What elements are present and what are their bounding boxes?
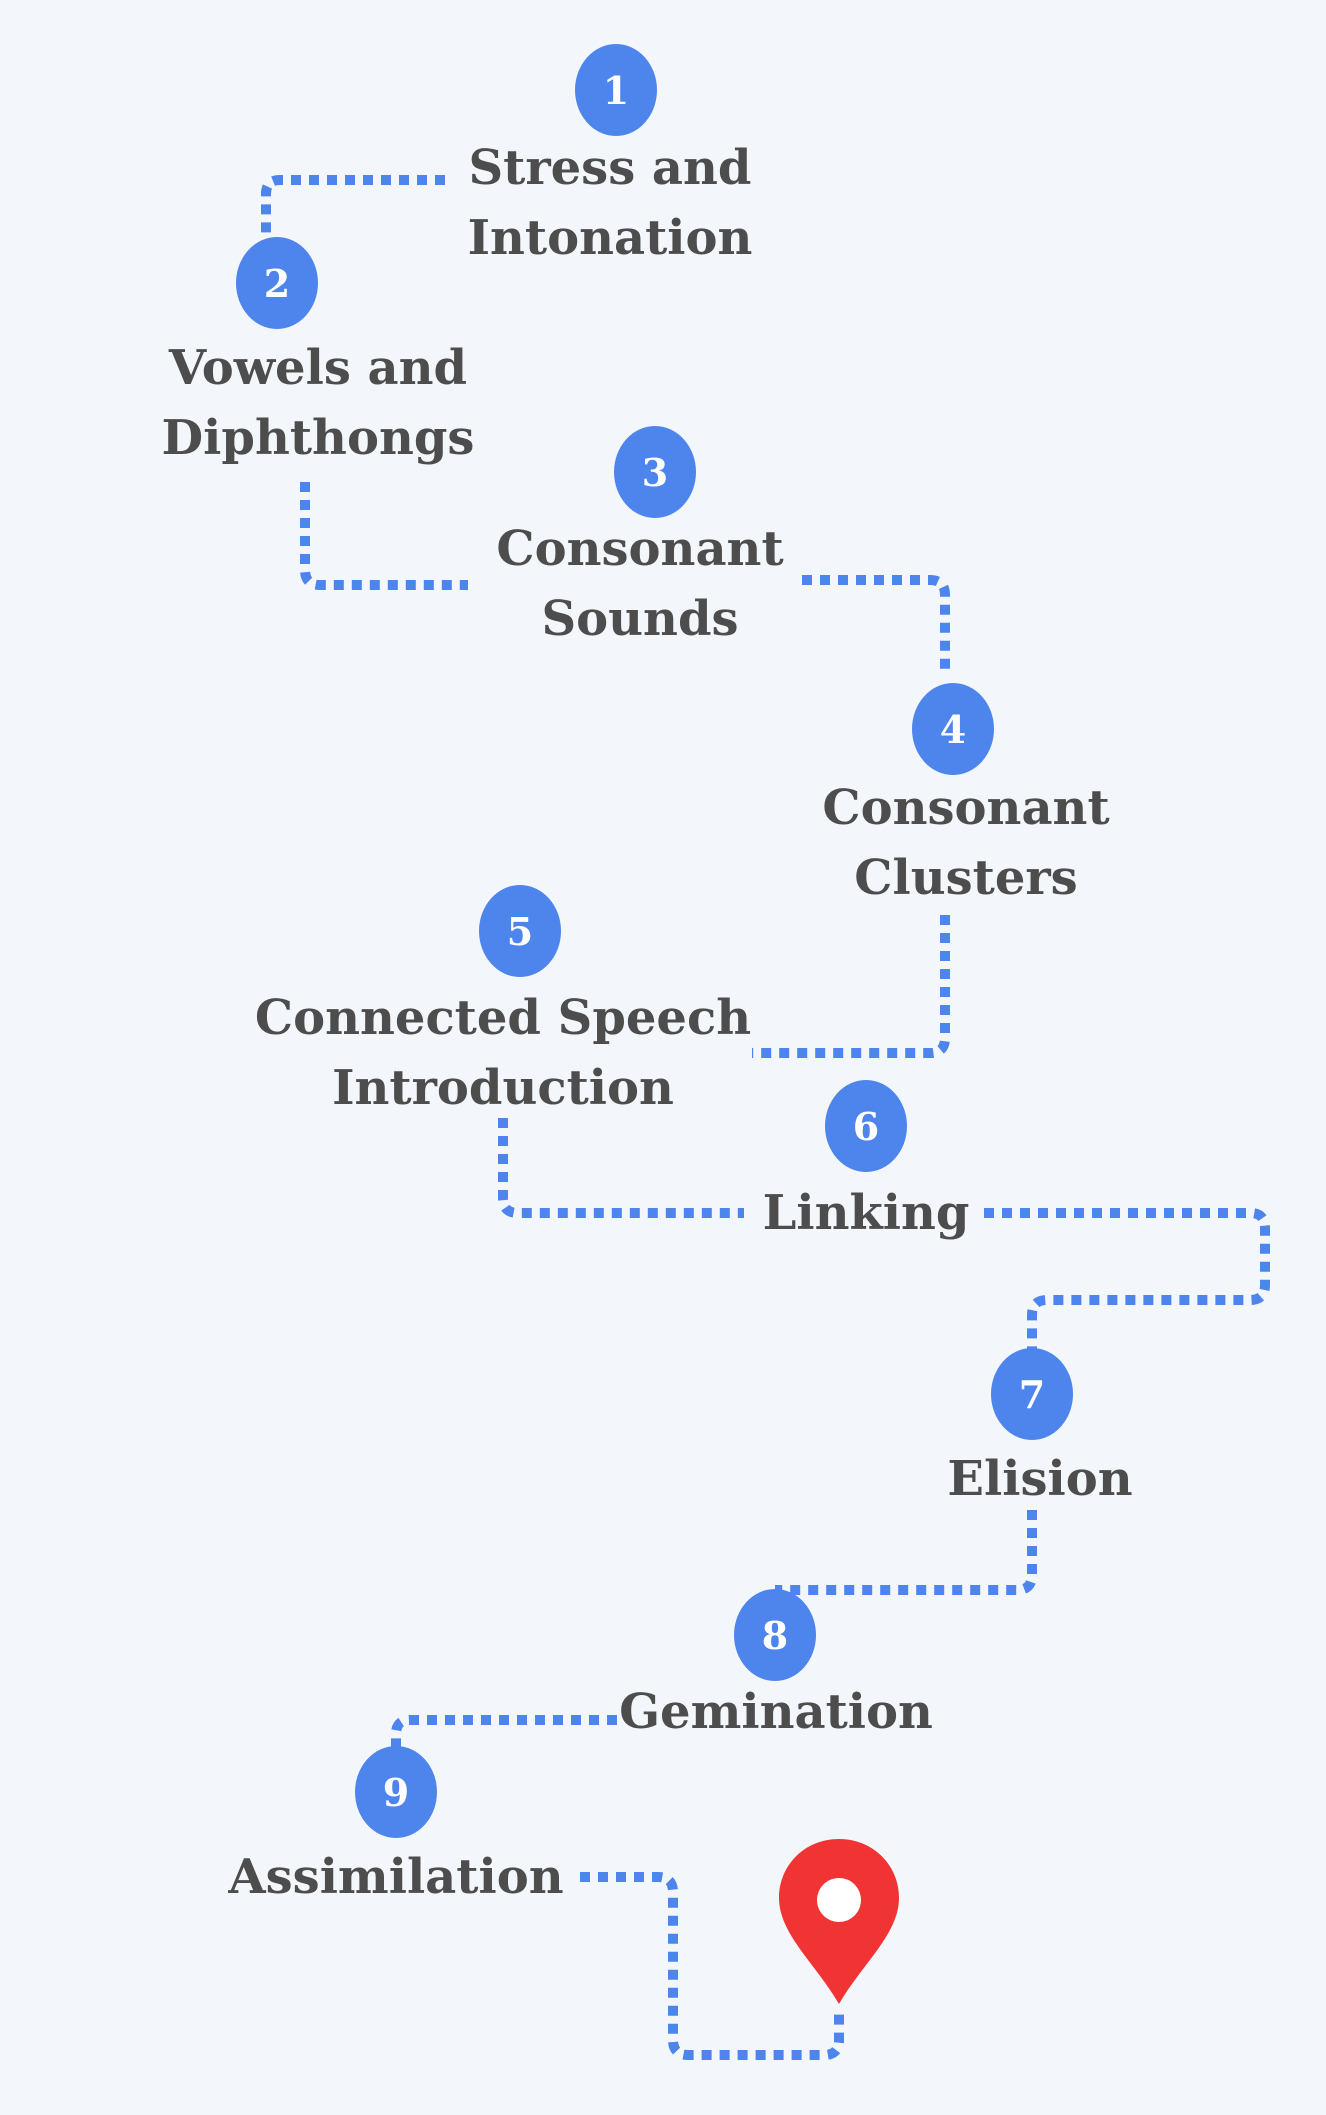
step-3-badge: 3: [614, 426, 696, 518]
step-8-badge: 8: [734, 1589, 816, 1681]
step-2-badge: 2: [236, 237, 318, 329]
step-6-badge: 6: [825, 1080, 907, 1172]
step-5-badge: 5: [479, 885, 561, 977]
step-9-badge: 9: [355, 1746, 437, 1838]
map-pin-hole: [817, 1878, 861, 1922]
step-4-badge: 4: [912, 683, 994, 775]
step-5-label: Connected Speech Introduction: [254, 990, 752, 1116]
connector-5-6: [498, 1118, 744, 1218]
step-2-label: Vowels and Diphthongs: [161, 340, 475, 466]
connector-9-end: [580, 1872, 844, 2060]
step-7-badge: 7: [991, 1348, 1073, 1440]
step-4-label: Consonant Clusters: [822, 780, 1110, 906]
connector-2-3: [300, 482, 468, 590]
connector-7-8: [775, 1510, 1037, 1595]
step-9-label: Assimilation: [228, 1849, 564, 1905]
connector-3-4: [802, 575, 950, 672]
step-1-badge: 1: [575, 44, 657, 136]
connector-1-2: [261, 175, 445, 245]
map-pin-icon: [779, 1839, 899, 2004]
step-7-label: Elision: [947, 1451, 1133, 1507]
step-6-label: Linking: [762, 1185, 970, 1241]
connector-6-7: [984, 1208, 1270, 1350]
connector-4-5: [752, 915, 950, 1058]
step-8-label: Gemination: [619, 1684, 933, 1740]
step-1-label: Stress and Intonation: [467, 140, 753, 266]
connector-8-9: [391, 1715, 617, 1758]
step-3-label: Consonant Sounds: [496, 521, 784, 647]
